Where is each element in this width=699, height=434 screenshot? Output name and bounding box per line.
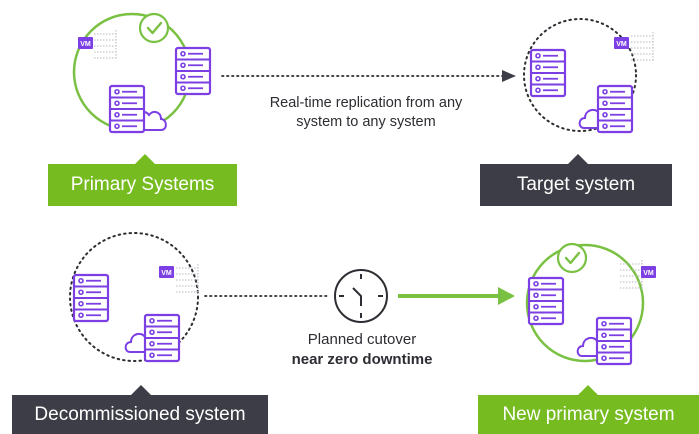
vm-grid-icon bbox=[93, 29, 117, 61]
replication-caption-line1: Real-time replication from any bbox=[269, 95, 463, 111]
cutover-caption-line2: near zero downtime bbox=[291, 351, 433, 368]
svg-text:VM: VM bbox=[161, 270, 172, 277]
check-circle-icon bbox=[556, 242, 588, 274]
decommissioned-ring bbox=[69, 232, 199, 362]
vm-badge-icon: VM bbox=[159, 266, 174, 278]
vm-grid-icon bbox=[630, 31, 654, 63]
new-primary-label-pointer bbox=[578, 385, 598, 395]
new-primary-ring bbox=[525, 243, 645, 363]
server-icon bbox=[595, 316, 633, 366]
vm-badge-icon: VM bbox=[614, 37, 629, 49]
svg-text:VM: VM bbox=[80, 41, 91, 48]
cutover-caption: Planned cutover near zero downtime bbox=[262, 330, 462, 370]
new-primary-icon-group: VM bbox=[525, 242, 656, 366]
server-icon bbox=[72, 273, 110, 323]
check-circle-icon bbox=[138, 12, 170, 44]
server-icon bbox=[527, 276, 565, 326]
decommissioned-icon-group: VM bbox=[69, 232, 199, 363]
target-ring bbox=[523, 18, 637, 132]
vm-badge-icon: VM bbox=[641, 266, 656, 278]
svg-text:VM: VM bbox=[616, 41, 627, 48]
target-label-pointer bbox=[568, 154, 588, 164]
primary-systems-icon-group: VM bbox=[72, 12, 212, 134]
new-primary-system-label: New primary system bbox=[478, 395, 699, 434]
arrow-right-icon bbox=[498, 287, 515, 305]
arrow-right-icon bbox=[502, 70, 516, 82]
target-system-icon-group: VM bbox=[523, 18, 654, 134]
server-icon bbox=[108, 84, 146, 134]
cutover-caption-line1: Planned cutover bbox=[307, 331, 417, 348]
vm-badge-icon: VM bbox=[78, 37, 93, 49]
decommissioned-label-pointer bbox=[131, 385, 151, 395]
server-icon bbox=[596, 84, 634, 134]
clock-icon bbox=[334, 269, 388, 323]
primary-systems-label: Primary Systems bbox=[48, 164, 237, 206]
replication-caption-line2: system to any system bbox=[296, 114, 436, 130]
svg-text:VM: VM bbox=[643, 270, 654, 277]
target-system-label: Target system bbox=[480, 164, 672, 206]
server-icon bbox=[143, 313, 181, 363]
decommissioned-system-label: Decommissioned system bbox=[12, 395, 268, 434]
server-icon bbox=[174, 46, 212, 96]
vm-grid-icon bbox=[619, 259, 643, 291]
vm-grid-icon bbox=[175, 263, 199, 295]
server-icon bbox=[529, 48, 567, 98]
primary-label-pointer bbox=[135, 154, 155, 164]
replication-caption: Real-time replication from any system to… bbox=[250, 94, 482, 132]
